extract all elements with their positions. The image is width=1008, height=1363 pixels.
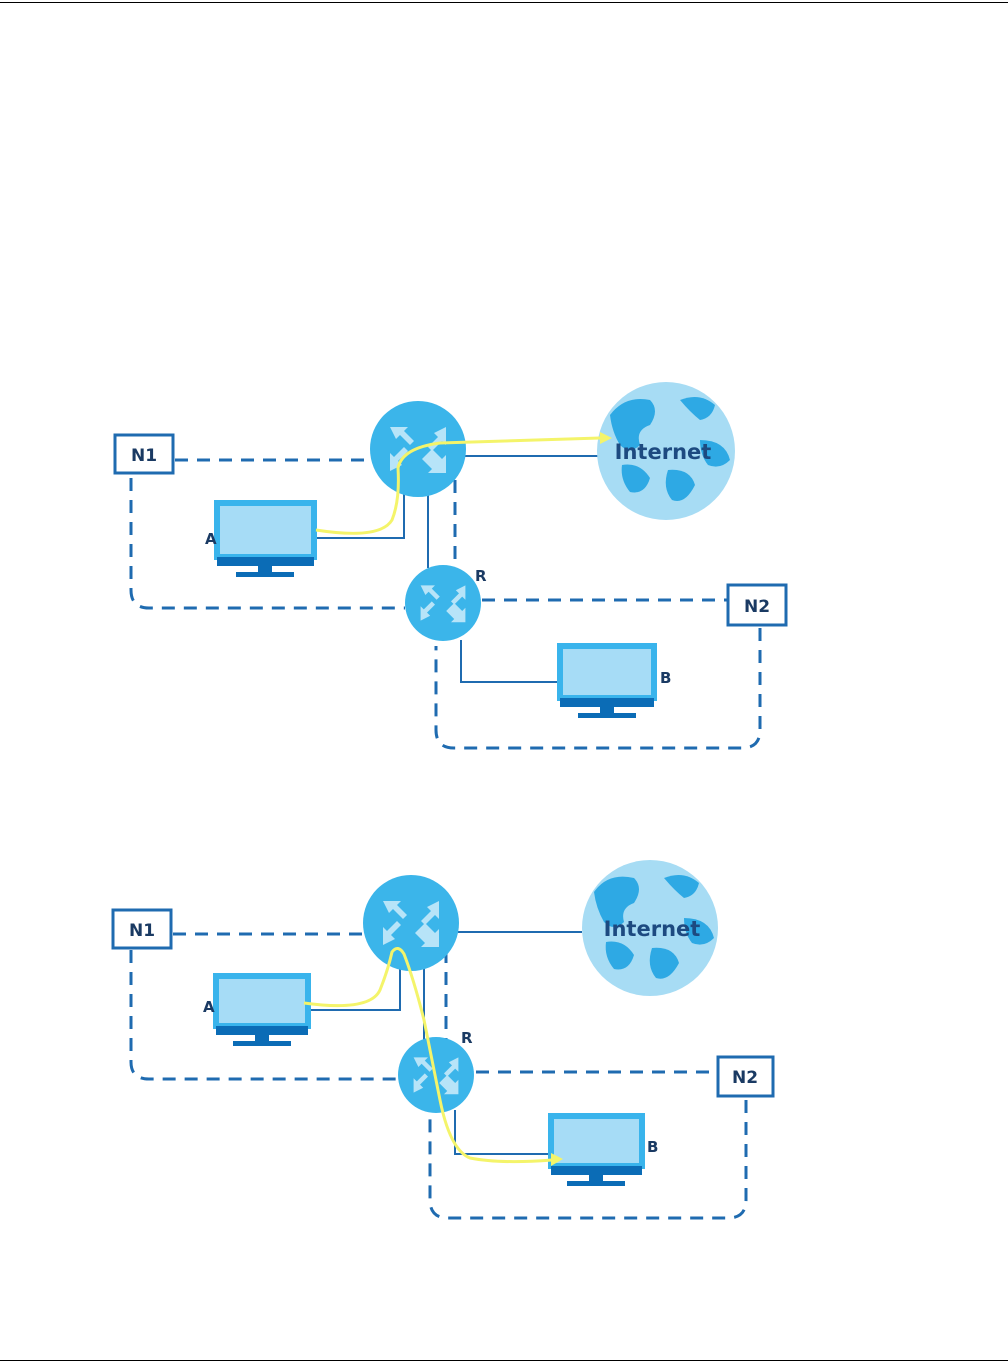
n2-box-2: N2 [718, 1057, 773, 1096]
computer-b-monitor-icon [560, 646, 654, 718]
computer-b-monitor-icon-2 [551, 1116, 642, 1186]
main-router-icon-2 [363, 875, 459, 971]
router-r-label: R [475, 567, 487, 585]
internet-globe-icon-2: Internet [582, 860, 718, 996]
internet-label: Internet [615, 440, 712, 464]
internet-label-2: Internet [604, 917, 701, 941]
n1-label-2: N1 [129, 921, 155, 941]
n2-box: N2 [728, 585, 786, 625]
computer-a-monitor-icon [217, 503, 314, 577]
diagram-1: N1 N2 R Internet [115, 382, 786, 748]
computer-a-monitor-icon-2 [216, 976, 308, 1046]
router-r-icon [405, 565, 481, 641]
diagram-2: N1 N2 R Internet [113, 860, 773, 1218]
computer-a-label-2: A [203, 998, 215, 1016]
n1-label: N1 [131, 446, 157, 466]
computer-b-label: B [660, 669, 671, 687]
computer-b-label-2: B [647, 1138, 658, 1156]
n2-label: N2 [744, 597, 770, 617]
internet-globe-icon: Internet [597, 382, 735, 520]
n2-label-2: N2 [732, 1068, 758, 1088]
computer-a-label: A [205, 530, 217, 548]
router-r-label-2: R [461, 1029, 473, 1047]
n1-box-2: N1 [113, 910, 171, 948]
n1-box: N1 [115, 435, 173, 473]
